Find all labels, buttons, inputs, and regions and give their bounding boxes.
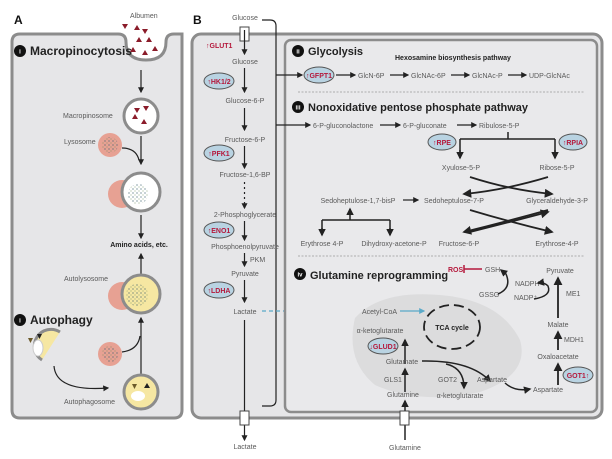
svg-text:↑GFPT1: ↑GFPT1 <box>306 73 332 80</box>
autophagy-title: Autophagy <box>30 313 93 327</box>
me1-label: ME1 <box>566 291 581 298</box>
svg-text:GOT1↑: GOT1↑ <box>567 373 590 380</box>
step-fructose-16-bp: Fructose-1,6-BP <box>220 172 271 179</box>
lactate-outside-label: Lactate <box>234 444 257 451</box>
aspartate-right-label: Aspartate <box>533 387 563 394</box>
svg-text:i: i <box>19 319 21 325</box>
step-glucose-6-p: Glucose-6-P <box>226 98 265 105</box>
ppp-6-p-gluconate: 6-P-gluconate <box>403 123 447 130</box>
pyruvate-label: Pyruvate <box>546 268 574 275</box>
enzyme-gfpt1: ↑GFPT1 <box>303 66 335 84</box>
ppp-ribulose-5-p: Ribulose-5-P <box>479 123 520 130</box>
ppp-sedoheptulose-7-p: Sedoheptulose-7-P <box>424 198 484 205</box>
step-2-phosphoglycerate: 2-Phosphoglycerate <box>214 212 276 219</box>
svg-text:↑PFK1: ↑PFK1 <box>208 151 230 158</box>
svg-text:↑RPE: ↑RPE <box>433 140 451 147</box>
tca-cycle-loop <box>423 304 481 350</box>
enzyme-glud1: ↓GLUD1 <box>367 337 399 355</box>
number-badge-i <box>14 45 26 57</box>
enzyme-got1: GOT1↑ <box>562 366 594 384</box>
macropinocytosis-title: Macropinocytosis <box>30 44 132 58</box>
glut1-label: ↑GLUT1 <box>206 43 233 50</box>
nadph-label: NADPH <box>515 281 540 288</box>
svg-text:iv: iv <box>297 273 303 279</box>
hbp-step-glcnac-6p: GlcNAc-6P <box>411 73 446 80</box>
step-glucose: Glucose <box>232 59 258 66</box>
gssg-label: GSSG <box>479 292 499 299</box>
enzyme-eno1: ↑ENO1 <box>203 221 235 239</box>
step-phosphoenolpyruvate: Phosphoenolpyruvate <box>211 244 279 251</box>
ppp-erythrose-4-p-left: Erythrose 4-P <box>301 241 344 248</box>
enzyme-ldha: ↑LDHA <box>203 281 235 299</box>
hbp-step-udp-glcnac: UDP-GlcNAc <box>529 73 570 80</box>
svg-text:↑LDHA: ↑LDHA <box>208 288 231 295</box>
glutamate-label: Glutamate <box>386 359 418 366</box>
panel-letter-b: B <box>193 13 202 27</box>
step-lactate: Lactate <box>234 309 257 316</box>
acetyl-coa-label: Acetyl-CoA <box>362 309 397 316</box>
ppp-6-p-gluconolactone: 6-P-gluconolactone <box>313 123 373 130</box>
glutamine-transporter <box>399 410 410 426</box>
akg-top-label: α-ketoglutarate <box>357 328 404 335</box>
enzyme-hk12: ↑HK1/2 <box>203 72 235 90</box>
albumen-label: Albumen <box>130 13 158 20</box>
svg-text:↑HK1/2: ↑HK1/2 <box>207 79 230 86</box>
macropinosome-label: Macropinosome <box>63 113 113 120</box>
gsh-label: GSH <box>485 267 500 274</box>
panel-a-cell <box>10 32 184 420</box>
panel-letter-a: A <box>14 13 23 27</box>
pkm-label: PKM <box>250 257 265 264</box>
autolysosome-label: Autolysosome <box>64 276 108 283</box>
aspartate-mid-label: Aspartate <box>477 377 507 384</box>
svg-text:iii: iii <box>295 106 300 112</box>
svg-text:↑ENO1: ↑ENO1 <box>208 228 231 235</box>
step-fructose-6-p: Fructose-6-P <box>225 137 266 144</box>
ppp-xylulose-5-p: Xyulose-5-P <box>442 165 480 172</box>
mdh1-label: MDH1 <box>564 337 584 344</box>
autophagosome-label: Autophagosome <box>64 399 115 406</box>
enzyme-pfk1: ↑PFK1 <box>203 144 235 162</box>
akg-bottom-label: α-ketoglutarate <box>437 393 484 400</box>
hexosamine-subtitle: Hexosamine biosynthesis pathway <box>395 55 511 62</box>
ppp-erythrose-4-p-right: Erythrose-4-P <box>535 241 579 248</box>
malate-label: Malate <box>547 322 568 329</box>
ppp-sedoheptulose-17-bisp: Sedoheptulose-1,7-bisP <box>321 198 396 205</box>
glutamine-title: Glutamine reprogramming <box>310 270 448 282</box>
svg-text:i: i <box>19 50 21 56</box>
enzyme-rpe: ↑RPE <box>427 133 457 151</box>
gls1-label: GLS1 <box>384 377 402 384</box>
ppp-glyceraldehyde-3-p: Glyceraldehyde-3-P <box>526 198 588 205</box>
ppp-ribose-5-p: Ribose-5-P <box>539 165 574 172</box>
got2-label: GOT2 <box>438 377 457 384</box>
ppp-fructose-6-p: Fructose-6-P <box>439 241 480 248</box>
pathway-bracket <box>262 19 277 407</box>
tca-cycle-label: TCA cycle <box>435 325 469 332</box>
hbp-step-glcnac-p: GlcNAc-P <box>472 73 503 80</box>
enzyme-rpia: ↑RPIA <box>558 133 588 151</box>
number-badge-i-autophagy <box>14 314 26 326</box>
lysosome-label: Lysosome <box>64 139 96 146</box>
svg-text:↑RPIA: ↑RPIA <box>563 140 583 147</box>
glutamine-inside-label: Glutamine <box>387 392 419 399</box>
ppp-dihydroxy-acetone-p: Dihydroxy-acetone-P <box>361 241 427 248</box>
glutamine-outside-label: Glutamine <box>389 445 421 452</box>
albumen-particles <box>122 24 158 55</box>
macropinosome <box>122 97 160 135</box>
svg-text:ii: ii <box>296 50 300 56</box>
step-pyruvate: Pyruvate <box>231 271 259 278</box>
glycolysis-title: Glycolysis <box>308 46 363 58</box>
nadp-label: NADP⁺ <box>514 295 537 302</box>
svg-text:↓GLUD1: ↓GLUD1 <box>369 344 396 351</box>
ppp-title: Nonoxidative pentose phosphate pathway <box>308 102 529 114</box>
lactate-transporter <box>239 410 250 426</box>
ros-label: ROS <box>448 267 464 274</box>
oxaloacetate-label: Oxaloacetate <box>537 354 578 361</box>
glucose-outside-label: Glucose <box>232 15 258 22</box>
hbp-step-glcn-6p: GlcN-6P <box>358 73 385 80</box>
amino-acids-label: Amino acids, etc. <box>110 242 168 249</box>
